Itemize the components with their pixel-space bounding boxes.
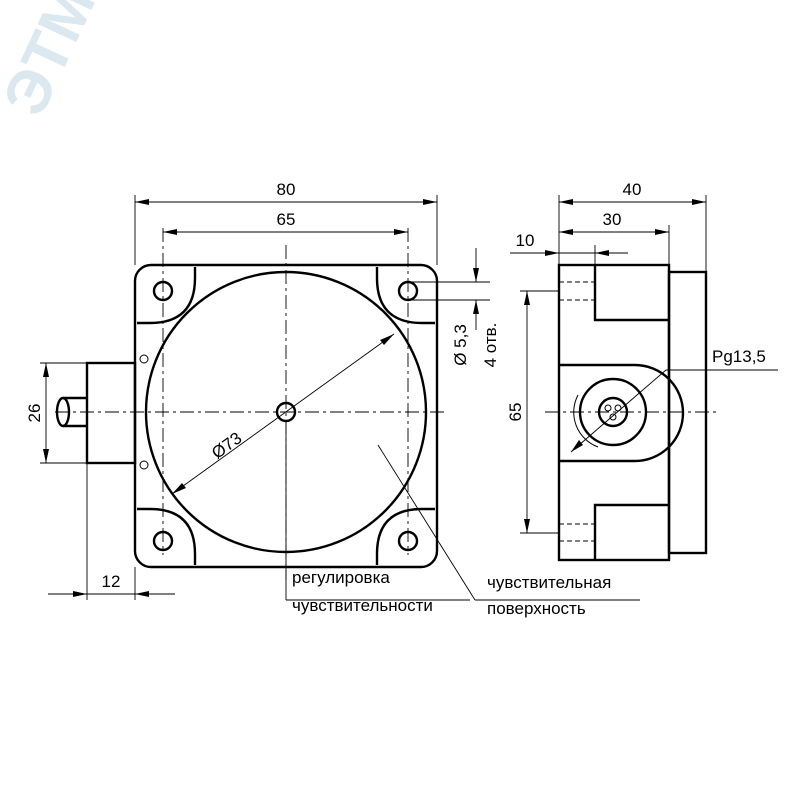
gland-label: Pg13,5 [712,347,766,366]
adjust-label-line2: чувствительности [292,596,433,615]
dim-d73-label: Ø73 [208,428,245,462]
connector-pin-1 [604,404,612,412]
leader-surface [377,444,476,601]
dim-65v-label: 65 [506,403,525,422]
surface-label-line1: чувствительная [487,573,611,592]
watermark-logo: ЭТМ [0,0,109,126]
svg-text:ЭТМ: ЭТМ [0,0,109,126]
surface-label-line2: поверхность [487,599,586,618]
cable-gland-block [85,361,137,465]
corner-pad-bottom-right [375,507,435,565]
corner-pad-top-right [375,267,435,325]
dim-12-label: 12 [102,572,121,591]
dim-10-label: 10 [516,231,535,250]
leader-gland [570,369,667,453]
led-indicator-bottom [139,460,149,470]
led-indicator-top [139,354,149,364]
corner-pad-top-left [137,267,197,325]
dim-hole-count-label: 4 отв. [481,323,500,368]
dim-30-label: 30 [603,210,622,229]
dim-40-label: 40 [623,180,642,199]
side-body [557,263,671,562]
side-top-step [593,265,669,322]
side-connector-arch [559,363,685,463]
side-sensing-face [667,270,708,555]
connector-thread [573,394,599,448]
connector-pin-3 [609,413,617,421]
front-view: 80 65 Ø73 26 12 Ø 5,3 4 отв. [25,180,640,618]
dim-hole-diameter-label: Ø 5,3 [451,324,470,366]
dim-26-label: 26 [25,404,44,423]
dim-65-label: 65 [277,210,296,229]
side-bottom-step [593,503,669,560]
dim-80-label: 80 [277,180,296,199]
dim-line-d73 [171,333,395,495]
adjust-label-line1: регулировка [292,568,390,587]
cable-stub [63,396,87,428]
side-view: 40 30 10 65 Pg13,5 [506,180,778,562]
corner-pad-bottom-left [137,507,197,565]
